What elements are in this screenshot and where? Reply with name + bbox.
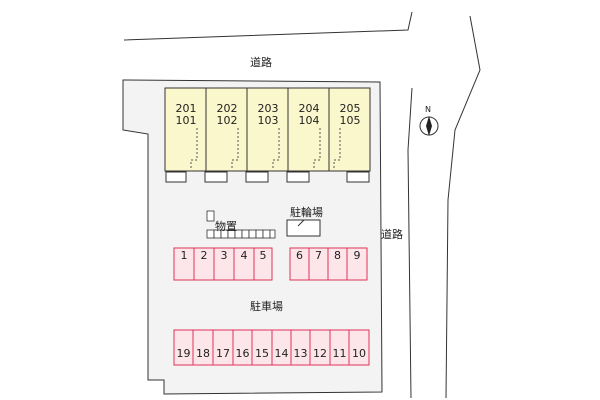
unit-lower-3: 103 <box>257 114 279 127</box>
unit-lower-4: 104 <box>298 114 320 127</box>
apartment-building <box>164 87 371 183</box>
unit-upper-4: 204 <box>298 102 320 115</box>
unit-lower-1: 101 <box>175 114 197 127</box>
parking-number: 1 <box>180 249 188 262</box>
parking-number: 3 <box>220 249 228 262</box>
unit-lower-5: 105 <box>339 114 361 127</box>
parking-number: 11 <box>332 347 347 360</box>
parking-row1-right <box>289 247 368 281</box>
parking-number: 16 <box>235 347 250 360</box>
north-arrow-icon <box>419 116 439 136</box>
unit-upper-5: 205 <box>339 102 361 115</box>
road-label-top: 道路 <box>250 56 272 69</box>
bicycle-parking <box>286 219 321 237</box>
parking-row2 <box>173 329 370 366</box>
parking-number: 13 <box>293 347 308 360</box>
parking-number: 18 <box>196 347 210 360</box>
unit-lower-2: 102 <box>216 114 238 127</box>
unit-upper-3: 203 <box>257 102 279 115</box>
parking-number: 6 <box>296 249 303 262</box>
parking-number: 12 <box>313 347 327 360</box>
unit-upper-2: 202 <box>216 102 238 115</box>
parking-number: 15 <box>255 347 269 360</box>
parking-number: 8 <box>334 249 341 262</box>
parking-number: 4 <box>240 249 248 262</box>
road-edge-right-inner <box>407 87 413 399</box>
parking-label: 駐車場 <box>250 300 283 313</box>
parking-number: 9 <box>353 249 361 262</box>
road-edge-right-outer <box>445 15 481 399</box>
storage-label: 物置 <box>215 220 237 233</box>
parking-number: 2 <box>200 249 208 262</box>
parking-number: 10 <box>352 347 366 360</box>
north-label: N <box>425 105 431 114</box>
storage-shed <box>206 210 276 239</box>
parking-number: 14 <box>274 347 289 360</box>
bicycle-parking-label: 駐輪場 <box>290 206 323 219</box>
unit-upper-1: 201 <box>175 102 197 115</box>
road-label-right: 道路 <box>381 228 403 241</box>
parking-number: 5 <box>259 249 267 262</box>
parking-number: 7 <box>315 249 322 262</box>
parking-number: 17 <box>216 347 230 360</box>
road-edge-top <box>123 11 413 41</box>
parking-number: 19 <box>176 347 191 360</box>
parking-row1-left <box>173 247 273 281</box>
